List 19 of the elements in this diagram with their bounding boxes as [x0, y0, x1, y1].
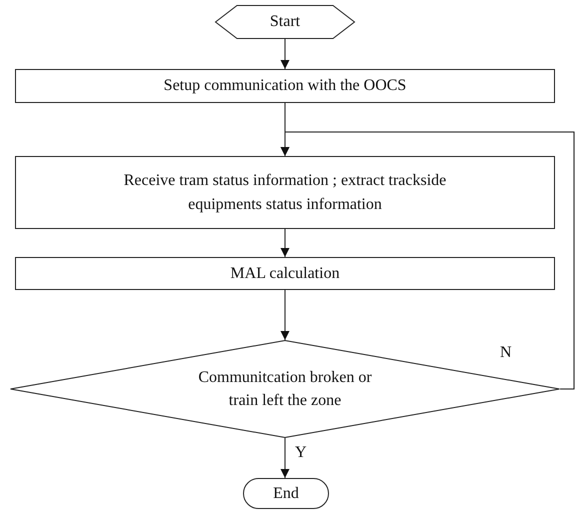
step-text: Receive tram status information ; extract trackside equipments status information [122, 171, 448, 214]
arrow [280, 290, 290, 340]
step-text: Setup communication with the OOCS [164, 76, 406, 96]
start-terminator [215, 5, 355, 39]
arrow [280, 228, 290, 258]
step-text: End [273, 484, 299, 504]
process-box [15, 257, 555, 290]
arrow [280, 38, 290, 70]
decision-text: Communitcation broken or train left the zone [197, 368, 373, 411]
edge-label: Y [295, 444, 307, 462]
end-terminator [243, 478, 329, 509]
process-box [15, 156, 555, 229]
edge-label: N [500, 344, 512, 362]
arrow [280, 132, 574, 390]
process-box [15, 69, 555, 103]
step-text: MAL calculation [230, 264, 340, 284]
decision-diamond [10, 340, 560, 438]
step-text: Start [270, 12, 300, 32]
arrow [280, 438, 290, 478]
